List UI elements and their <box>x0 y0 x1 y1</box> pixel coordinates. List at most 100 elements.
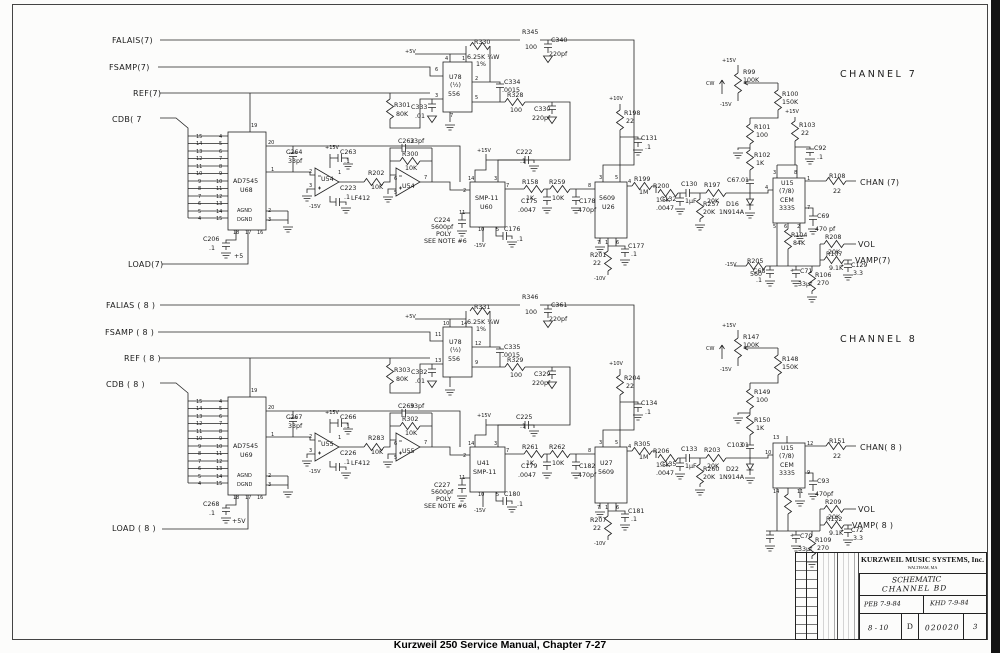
component-label: (7/8) <box>779 188 795 195</box>
component-label: .1 <box>344 459 351 466</box>
component-label: R204 <box>624 375 641 382</box>
component-label: C223 <box>340 185 357 192</box>
component-label: R261 <box>522 444 539 451</box>
component-label: 4 <box>765 185 769 191</box>
component-label: .1 <box>209 245 216 252</box>
signal-fsamp-8: FSAMP ( 8 ) <box>105 328 155 337</box>
component-label: 11 <box>459 475 466 481</box>
component-label: 3.3 <box>853 270 864 277</box>
component-label: 5 <box>475 95 479 101</box>
component-label: R158 <box>522 179 539 186</box>
component-label: 14 <box>468 441 475 447</box>
component-label: 1K <box>756 425 765 432</box>
component-label: C181 <box>628 508 645 515</box>
component-label: .1 <box>520 158 527 165</box>
component-label: 8 <box>219 429 223 435</box>
component-label: 220pf <box>549 51 568 58</box>
component-label: 12 <box>216 459 223 465</box>
component-label: C264 <box>286 149 303 156</box>
drawing-number: 020020 <box>924 622 960 633</box>
component-label: R149 <box>754 389 771 396</box>
component-label: U60 <box>480 204 493 211</box>
component-label: 1 <box>338 170 342 176</box>
component-label: 470pf <box>578 207 597 214</box>
component-label: 1K <box>526 195 535 202</box>
component-label: 6.25K ¼W <box>467 54 500 61</box>
component-label: C225 <box>516 414 533 421</box>
component-label: 270 <box>817 545 830 552</box>
component-label: -15V <box>474 508 486 514</box>
component-label: (7/8) <box>779 453 795 460</box>
component-label: .0047 <box>656 470 675 477</box>
component-label: R205 <box>747 258 764 265</box>
component-label: C177 <box>628 243 645 250</box>
component-label: 3 <box>309 183 313 189</box>
component-label: 13 <box>196 414 203 420</box>
channel-8-header: CHANNEL 8 <box>840 334 918 345</box>
component-label: 12 <box>475 341 482 347</box>
ic-u68-ref: U68 <box>240 187 253 194</box>
component-label: 13 <box>196 149 203 155</box>
component-label: 2 <box>797 224 801 230</box>
component-label: C67 <box>727 177 740 184</box>
component-label: 20 <box>268 140 275 146</box>
checked-by: KHD 7-9-84 <box>929 598 969 608</box>
signal-load-7: LOAD(7) <box>128 260 164 269</box>
component-label: 11 <box>216 186 223 192</box>
component-label: .01 <box>415 113 426 120</box>
component-label: 3 <box>268 482 272 488</box>
component-label: 5 <box>394 455 398 461</box>
component-label: C267 <box>286 414 303 421</box>
component-label: +15V <box>325 145 339 151</box>
component-label: 5 <box>615 175 619 181</box>
component-label: .01 <box>415 378 426 385</box>
component-label: 7 <box>597 240 601 246</box>
component-label: 10 <box>216 444 223 450</box>
component-label: +15V <box>477 148 491 154</box>
component-label: 100K <box>743 342 760 349</box>
component-label: 556 <box>448 356 461 363</box>
channel-8-schematic <box>158 305 856 567</box>
component-label: D22 <box>726 466 739 473</box>
component-label: R100 <box>782 91 799 98</box>
component-label: R259 <box>549 179 566 186</box>
component-label: R208 <box>825 234 842 241</box>
component-label: 1 <box>605 240 609 246</box>
component-label: C340 <box>551 37 568 44</box>
component-label: R207 <box>590 517 607 524</box>
component-label: 14 <box>468 176 475 182</box>
component-label: .1 <box>517 501 524 508</box>
component-label: 6 <box>198 466 202 472</box>
component-label: 14 <box>773 489 780 495</box>
component-label: 22 <box>833 188 842 195</box>
output-vamp-7: VAMP(7) <box>855 256 891 265</box>
component-label: 5600pf <box>431 489 454 496</box>
component-label: 5609 <box>598 469 615 476</box>
component-label: 560 <box>750 271 763 278</box>
component-label: 16 <box>257 495 264 501</box>
component-label: .1 <box>209 510 216 517</box>
ic-u41: U41 <box>477 460 490 467</box>
component-label: 7 <box>506 448 510 454</box>
component-label: 20K <box>707 463 720 470</box>
component-label: -10V <box>594 541 606 547</box>
component-label: 8 <box>588 448 592 454</box>
component-label: C92 <box>814 145 827 152</box>
revision-strip-2 <box>807 553 818 639</box>
component-label: C132 <box>660 196 677 203</box>
component-label: 7 <box>506 183 510 189</box>
component-label: C262 <box>398 138 415 145</box>
component-label: 5 <box>615 440 619 446</box>
output-vol-7: VOL <box>858 240 875 249</box>
component-label: 4 <box>628 444 632 450</box>
component-label: C68 <box>753 268 766 275</box>
component-label: C333 <box>411 104 428 111</box>
component-label: 22 <box>626 118 635 125</box>
component-label: 270 <box>817 280 830 287</box>
drawn-by: PEB 7-9-84 <box>863 599 901 609</box>
component-label: 10K <box>552 460 565 467</box>
component-label: 100 <box>525 44 538 51</box>
ic-u55a: U55 <box>321 441 334 448</box>
component-label: 12 <box>807 441 814 447</box>
component-label: R283 <box>368 435 385 442</box>
